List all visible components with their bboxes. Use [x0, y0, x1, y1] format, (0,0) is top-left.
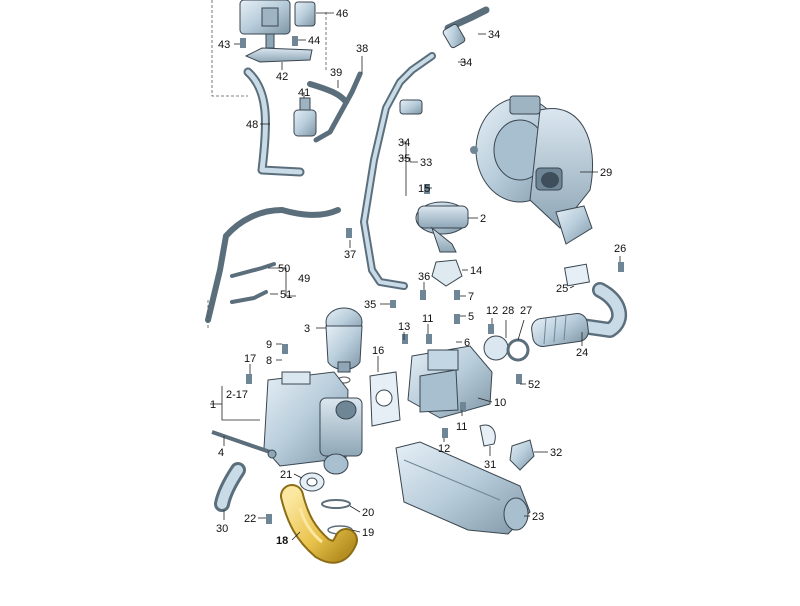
callout-12-lower: 12	[438, 443, 450, 455]
bolts	[240, 36, 624, 524]
callout-23: 23	[532, 511, 544, 523]
callout-41: 41	[298, 87, 310, 99]
egr-vacuum-unit	[325, 307, 363, 373]
callout-39: 39	[330, 67, 342, 79]
callout-15: 15	[418, 183, 430, 195]
callout-1: 1	[210, 399, 216, 411]
callout-37: 37	[344, 249, 356, 261]
callout-38: 38	[356, 43, 368, 55]
callout-50: 50	[278, 263, 290, 275]
leader-lines	[210, 12, 621, 541]
callout-18: 18	[276, 535, 288, 547]
callout-22: 22	[244, 513, 256, 525]
callout-5: 5	[468, 311, 474, 323]
callout-13: 13	[398, 321, 410, 333]
egr-valve-housing	[407, 345, 493, 419]
callout-16: 16	[372, 345, 384, 357]
callout-29: 29	[600, 167, 612, 179]
callout-48: 48	[246, 119, 258, 131]
flex-pipe	[531, 313, 589, 347]
callout-51: 51	[280, 289, 292, 301]
exhaust-pipe-highlighted	[280, 484, 358, 564]
intake-pipe	[395, 441, 531, 535]
callout-labels: 46 43 44 42 48 41 39 38 34 34 34 35 33 2…	[210, 8, 626, 547]
callout-19: 19	[362, 527, 374, 539]
callout-7: 7	[468, 291, 474, 303]
callout-4: 4	[218, 447, 224, 459]
callout-12-upper: 12	[486, 305, 498, 317]
callout-26: 26	[614, 243, 626, 255]
callout-31: 31	[484, 459, 496, 471]
callout-34-mid: 34	[460, 57, 472, 69]
callout-27: 27	[520, 305, 532, 317]
callout-2-17: 2-17	[226, 389, 248, 401]
callout-52: 52	[528, 379, 540, 391]
callout-36: 36	[418, 271, 430, 283]
callout-3: 3	[304, 323, 310, 335]
vacuum-valve	[293, 97, 317, 137]
turbocharger	[470, 95, 594, 245]
callout-42: 42	[276, 71, 288, 83]
callout-46: 46	[336, 8, 348, 20]
callout-28: 28	[502, 305, 514, 317]
callout-9: 9	[266, 339, 272, 351]
callout-21: 21	[280, 469, 292, 481]
callout-44: 44	[308, 35, 320, 47]
callout-24: 24	[576, 347, 588, 359]
callout-20: 20	[362, 507, 374, 519]
callout-11-lower: 11	[456, 421, 467, 433]
callout-17: 17	[244, 353, 256, 365]
valve-bracket-assembly	[239, 0, 316, 63]
callout-2: 2	[480, 213, 486, 225]
callout-34-bracket: 34	[398, 137, 410, 149]
callout-6: 6	[464, 337, 470, 349]
callout-43: 43	[218, 39, 230, 51]
callout-35: 35	[398, 153, 410, 165]
callout-33: 33	[420, 157, 432, 169]
callout-34-top: 34	[488, 29, 500, 41]
egr-cooler	[263, 371, 363, 475]
callout-14: 14	[470, 265, 482, 277]
callout-49: 49	[298, 273, 310, 285]
callout-32: 32	[550, 447, 562, 459]
callout-25: 25	[556, 283, 568, 295]
callout-10: 10	[494, 397, 506, 409]
boost-actuator	[415, 201, 469, 253]
callout-8: 8	[266, 355, 272, 367]
callout-11-upper: 11	[422, 313, 433, 325]
callout-30: 30	[216, 523, 228, 535]
callout-35-lower: 35	[364, 299, 376, 311]
